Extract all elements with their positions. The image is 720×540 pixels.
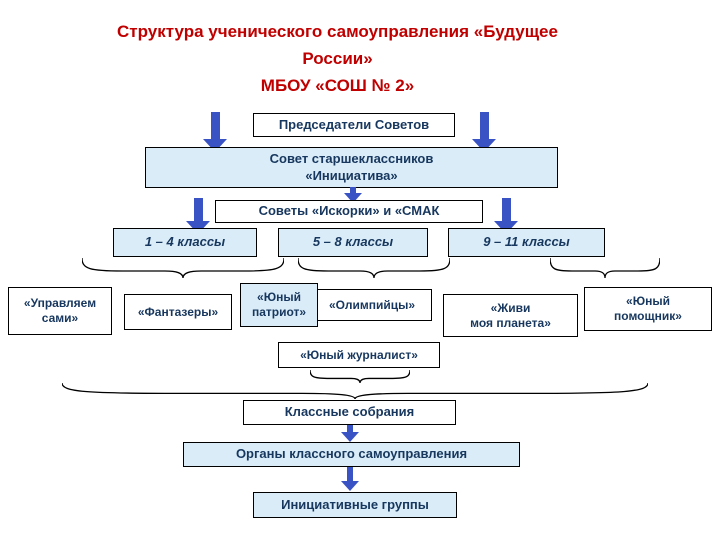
club-label: «Фантазеры» — [137, 304, 219, 319]
councils-box: Советы «Искорки» и «СМАК — [215, 200, 483, 223]
grades-9-11-label: 9 – 11 классы — [483, 234, 570, 250]
title-line-2: России» — [302, 49, 373, 69]
club-upravlyaem-sami-box: «Управляем сами» — [8, 287, 112, 335]
grades-9-11-box: 9 – 11 классы — [448, 228, 605, 257]
senior-council-box: Совет старшеклассников «Инициатива» — [145, 147, 558, 188]
down-arrow — [344, 187, 362, 203]
class-meetings-label: Классные собрания — [284, 404, 415, 420]
club-label: моя планета» — [470, 315, 551, 330]
down-arrow — [341, 467, 359, 491]
club-label: «Управляем — [23, 296, 97, 310]
club-yunyi-patriot-box: «Юный патриот» — [240, 283, 318, 327]
brace — [62, 383, 648, 399]
brace — [310, 370, 410, 383]
diagram-title: Структура ученического самоуправления «Б… — [15, 18, 660, 100]
down-arrow — [341, 425, 359, 442]
brace — [550, 258, 660, 278]
brace — [82, 258, 284, 278]
club-yunyi-zhurnalist-box: «Юный журналист» — [278, 342, 440, 368]
club-label: «Юный журналист» — [300, 347, 418, 362]
club-label: «Олимпийцы» — [328, 297, 416, 312]
club-label: «Живи — [490, 300, 531, 315]
brace — [298, 258, 450, 278]
grades-5-8-label: 5 – 8 классы — [312, 234, 394, 250]
club-label: патриот» — [251, 305, 307, 319]
club-yunyi-pomoshchnik-box: «Юный помощник» — [584, 287, 712, 331]
club-olimpiytsy-box: «Олимпийцы» — [312, 289, 432, 321]
councils-label: Советы «Искорки» и «СМАК — [258, 203, 440, 219]
grades-1-4-label: 1 – 4 классы — [144, 234, 226, 250]
senior-council-line-2: «Инициатива» — [305, 167, 398, 183]
down-arrow — [203, 112, 227, 152]
club-label: «Юный — [257, 290, 301, 304]
club-fantazery-box: «Фантазеры» — [124, 294, 232, 330]
club-label: помощник» — [614, 309, 682, 323]
senior-council-line-1: Совет старшеклассников — [269, 151, 434, 167]
club-label: сами» — [41, 311, 79, 325]
club-zhivi-moya-planeta-box: «Живи моя планета» — [443, 294, 578, 337]
chairs-box: Председатели Советов — [253, 113, 455, 137]
club-label: «Юный — [626, 294, 670, 308]
class-bodies-box: Органы классного самоуправления — [183, 442, 520, 467]
initiative-groups-label: Инициативные группы — [281, 496, 429, 512]
title-line-1: Структура ученического самоуправления «Б… — [117, 22, 558, 41]
down-arrow — [472, 112, 496, 152]
class-meetings-box: Классные собрания — [243, 400, 456, 425]
grades-1-4-box: 1 – 4 классы — [113, 228, 257, 257]
title-line-3: МБОУ «СОШ № 2» — [260, 76, 415, 96]
chairs-label: Председатели Советов — [278, 116, 430, 132]
class-bodies-label: Органы классного самоуправления — [235, 446, 468, 462]
grades-5-8-box: 5 – 8 классы — [278, 228, 428, 257]
initiative-groups-box: Инициативные группы — [253, 492, 457, 518]
